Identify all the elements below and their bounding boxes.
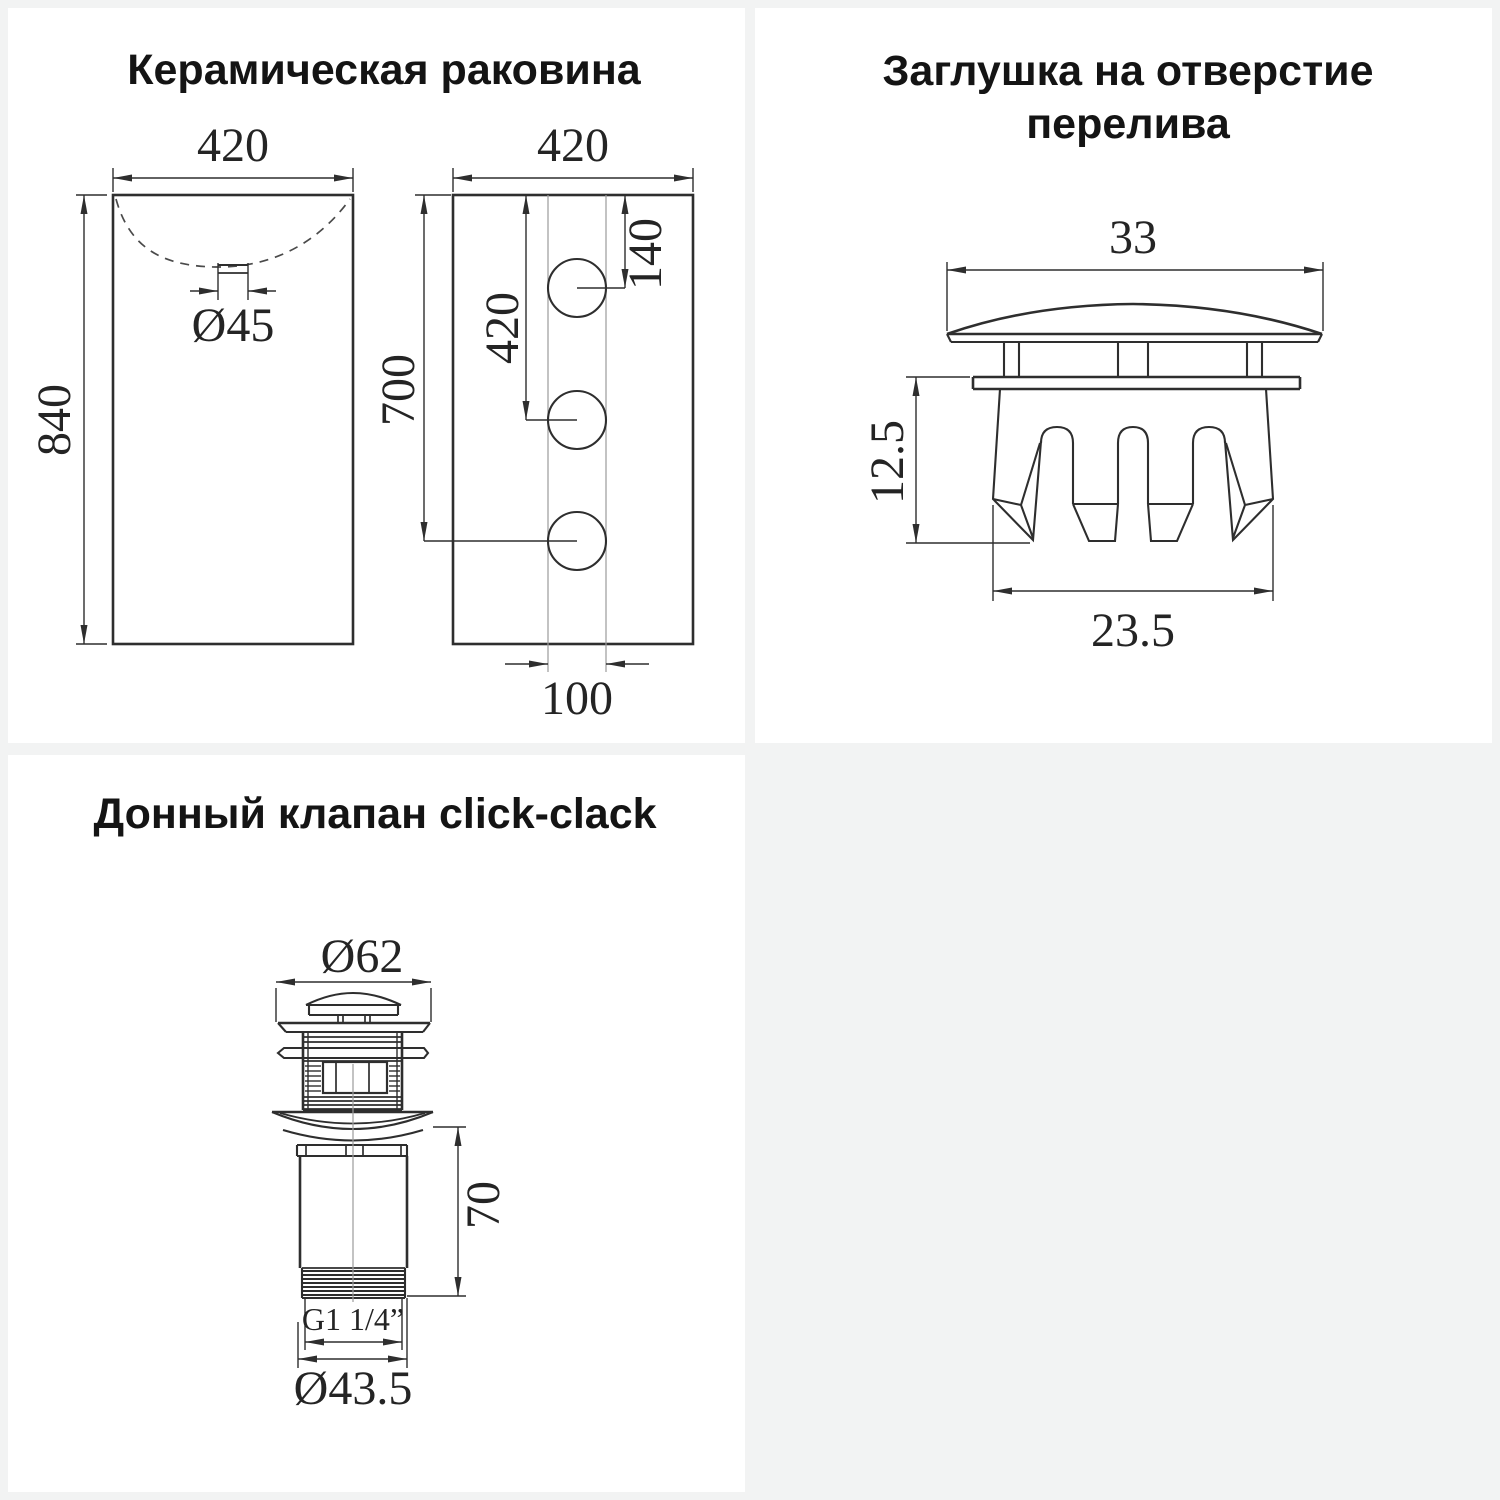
sink-front-height-dimension: 840 [28,194,107,645]
plug-cap-width-label: 33 [1109,211,1157,264]
sink-front-width-dimension: 420 [112,119,354,192]
plug-cap [946,302,1323,344]
sink-side-width-dimension: 420 [452,119,694,192]
valve-overflow-window [305,1060,400,1095]
valve-pushbutton-cap [305,991,402,1023]
plug-drawing: Заглушка на отверстие перелива 33 [861,47,1374,657]
sink-front-height-label: 840 [28,384,81,456]
valve-thread-size-dimension: G1 1/4” [302,1298,404,1350]
valve-thread-diameter-dimension: Ø43.5 [294,1298,413,1415]
sink-hole-offset-dimension: 100 [505,660,649,725]
sink-hole-700-dimension: 700 [372,194,451,541]
plug-slots [1039,425,1227,504]
panel-overflow-plug: Заглушка на отверстие перелива 33 [755,8,1492,743]
plug-left-hook [991,388,1043,543]
sink-front-view: 420 840 Ø45 [28,119,355,646]
sink-side-view: 420 700 420 140 100 [372,119,695,725]
sink-side-outline [451,193,695,646]
sink-hole-420-dimension: 420 [476,195,530,420]
sink-drain-label: Ø45 [192,299,275,352]
plug-title-line1: Заглушка на отверстие [882,47,1373,95]
sink-title: Керамическая раковина [127,46,642,94]
plug-middle-prongs [1072,502,1194,543]
plug-clip-height-dimension: 12.5 [861,376,1030,544]
sink-hole-140-dimension: 140 [619,195,672,290]
sink-hole-420-label: 420 [476,292,529,364]
valve-drawing: Донный клапан click-clack Ø62 [93,790,656,1415]
panel-clickclack-valve: Донный клапан click-clack Ø62 [8,755,745,1492]
sink-front-width-label: 420 [197,119,269,172]
sink-hole-140-label: 140 [619,218,672,290]
plug-cap-width-dimension: 33 [946,211,1324,331]
valve-window-side-threads [305,1065,400,1092]
valve-tail-length-label: 70 [457,1181,510,1229]
valve-cap-diameter-label: Ø62 [321,930,404,983]
plug-right-hook [1223,388,1275,543]
sink-hole-700-label: 700 [372,354,425,426]
valve-title: Донный клапан click-clack [93,790,656,838]
sink-drain-dimension: Ø45 [190,287,276,352]
sink-side-width-label: 420 [537,119,609,172]
panel-ceramic-sink: Керамическая раковина 420 840 Ø45 [8,8,745,743]
valve-cap-diameter-dimension: Ø62 [275,930,432,1022]
sink-drain-notch [217,263,249,300]
plug-cap-posts [1002,342,1264,377]
plug-clip-width-label: 23.5 [1091,604,1175,657]
sink-front-outline [111,193,355,646]
valve-tailpipe [298,1156,409,1268]
sink-drawing: Керамическая раковина 420 840 Ø45 [28,46,695,725]
plug-clip-width-dimension: 23.5 [992,505,1274,657]
valve-lock-nut [295,1143,409,1158]
valve-thread-size-label: G1 1/4” [302,1301,404,1337]
plug-flange [971,375,1302,391]
valve-thread-diameter-label: Ø43.5 [294,1362,413,1415]
sink-basin-dashed-curve [115,198,351,268]
sink-hole-offset-label: 100 [541,672,613,725]
plug-title-line2: перелива [1026,100,1231,148]
valve-top-flange [277,1021,431,1034]
valve-slip-washer [276,1046,430,1060]
plug-clip-height-label: 12.5 [861,420,914,504]
valve-tail-length-dimension: 70 [407,1126,510,1297]
